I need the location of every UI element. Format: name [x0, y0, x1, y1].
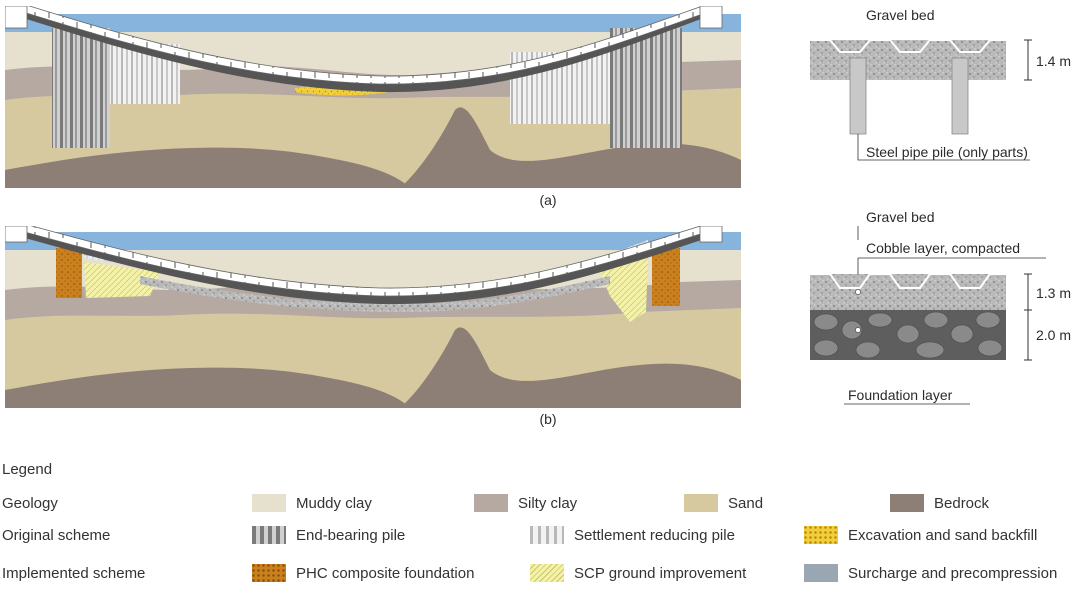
panel-b-phc-left	[56, 248, 82, 298]
panel-b-detail: Gravel bed Cobble layer, compacted 1.3 m	[810, 209, 1071, 405]
legend-swatch-bedrock	[890, 494, 924, 512]
legend-swatch-scp	[530, 564, 564, 582]
panel-a-pile-label: Steel pipe pile (only parts)	[866, 144, 1028, 160]
legend-swatch-end-bearing-pile	[252, 526, 286, 544]
panel-b-section	[5, 226, 741, 408]
panel-b-gravel-bed-label: Gravel bed	[866, 209, 934, 225]
legend-swatch-surcharge	[804, 564, 838, 582]
legend-swatch-excavation	[804, 526, 838, 544]
panel-b-gravel-teeth	[810, 273, 1006, 289]
legend-item-bedrock: Bedrock	[934, 495, 990, 512]
panel-b-bedrock	[5, 367, 410, 408]
legend-item-excavation: Excavation and sand backfill	[848, 527, 1038, 544]
panel-a-water	[5, 14, 741, 32]
panel-a-abutment-right	[699, 6, 723, 29]
panel-a-thickness-label: 1.4 m	[1036, 53, 1071, 69]
legend-item-silty-clay: Silty clay	[518, 495, 578, 512]
legend-item-muddy-clay: Muddy clay	[296, 495, 372, 512]
panel-b-water	[5, 232, 741, 250]
panel-b-caption: (b)	[539, 411, 556, 427]
panel-b-abutment-right	[699, 226, 723, 243]
panel-a-steel-pile-left	[849, 57, 867, 135]
legend-item-settlement-pile: Settlement reducing pile	[574, 527, 735, 544]
panel-a-steel-pile-right	[951, 57, 969, 135]
panel-b-road-underlayer	[10, 226, 720, 305]
panel-a-gravel-layer	[810, 40, 1006, 80]
legend-row-implemented-label: Implemented scheme	[2, 565, 146, 582]
panel-a-bedrock-peak	[400, 107, 741, 188]
legend-item-end-bearing-pile: End-bearing pile	[296, 527, 406, 544]
panel-b-cobble-label: Cobble layer, compacted	[866, 240, 1020, 256]
panel-a-detail: Gravel bed 1.4 m Steel pipe pile (only p…	[810, 7, 1071, 161]
panel-b-phc-right	[652, 248, 680, 306]
panel-b-gravel-layer	[810, 274, 1006, 310]
legend-swatch-sand	[684, 494, 718, 512]
panel-b-bedrock-peak	[400, 327, 741, 408]
panel-a-gravel-bed-label: Gravel bed	[866, 7, 934, 23]
panel-b-scp-right	[600, 258, 648, 322]
legend-row-original-label: Original scheme	[2, 527, 111, 544]
legend-swatch-muddy-clay	[252, 494, 286, 512]
panel-a-section	[5, 6, 741, 188]
panel-a-gravel-teeth	[810, 39, 1006, 53]
panel-b-scp-left	[84, 262, 160, 298]
panel-a-road-underlayer	[10, 6, 720, 93]
panel-a-caption: (a)	[539, 192, 556, 208]
legend-item-surcharge: Surcharge and precompression	[848, 565, 1058, 582]
panel-b-cobble-marker	[855, 327, 861, 333]
panel-b-gravel-marker	[855, 289, 861, 295]
panel-b-foundation-label: Foundation layer	[848, 387, 953, 403]
legend-title: Legend	[2, 461, 53, 478]
panel-b-cobbles	[813, 311, 1003, 359]
panel-b-abutment-left	[5, 226, 28, 243]
panel-b-thickness-top-label: 1.3 m	[1036, 285, 1071, 301]
legend-swatch-silty-clay	[474, 494, 508, 512]
panel-a-abutment-left	[5, 6, 28, 29]
legend-item-sand: Sand	[728, 495, 764, 512]
panel-a-pile-leader	[857, 134, 1030, 161]
legend-swatch-settlement-pile	[530, 526, 564, 544]
panel-b-cobble-band	[140, 276, 610, 312]
legend-item-scp: SCP ground improvement	[574, 565, 747, 582]
panel-a-end-bearing-piles-right	[610, 28, 682, 148]
panel-a-bedrock	[5, 147, 410, 188]
panel-a-end-bearing-piles-left	[52, 28, 110, 148]
legend-swatch-phc	[252, 564, 286, 582]
legend-item-phc: PHC composite foundation	[296, 565, 475, 582]
legend-row-geology-label: Geology	[2, 495, 58, 512]
panel-b-thickness-bottom-label: 2.0 m	[1036, 327, 1071, 343]
